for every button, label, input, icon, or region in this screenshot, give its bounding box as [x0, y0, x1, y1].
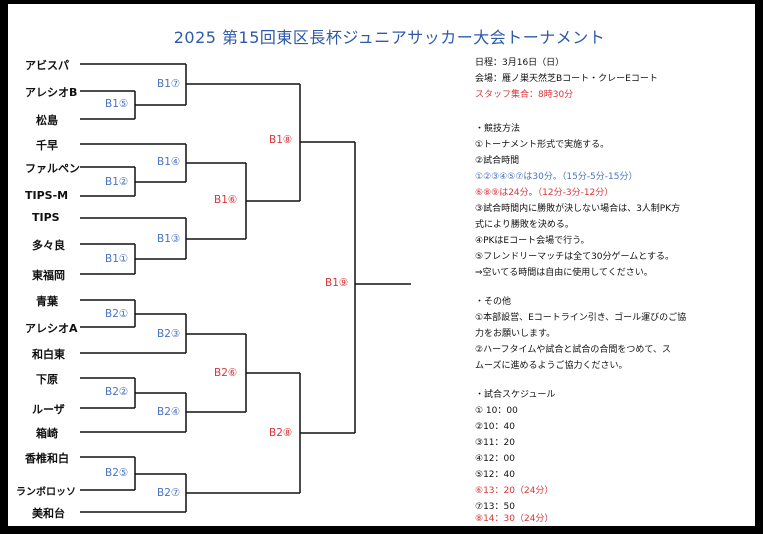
- match-label: B1⑨: [325, 277, 349, 289]
- page-title: 2025 第15回東区長杯ジュニアサッカー大会トーナメント: [173, 28, 606, 47]
- match-label: B2⑦: [157, 487, 181, 499]
- schedule-item: ⑦13：50: [475, 502, 515, 512]
- team-name: ファルペン: [25, 162, 80, 175]
- match-label: B2⑥: [214, 367, 238, 379]
- match-label: B1⑤: [105, 98, 129, 110]
- match-label: B1④: [157, 156, 181, 168]
- match-label: B2⑧: [269, 427, 293, 439]
- schedule-item: ②10：40: [475, 422, 515, 432]
- team-name: アレシオB: [25, 86, 78, 99]
- team-name: 青葉: [36, 295, 58, 308]
- schedule-item: ⑧14：30（24分）: [475, 514, 554, 524]
- team-name: 香椎和白: [25, 452, 69, 465]
- rule-line: ⇒空いてる時間は自由に使用してください。: [475, 268, 653, 278]
- rule-line: ④PKはEコート会場で行う。: [475, 236, 590, 246]
- schedule-heading: ・試合スケジュール: [475, 390, 556, 400]
- rule-line: 式により勝敗を決める。: [475, 220, 574, 230]
- team-name: 下原: [36, 373, 58, 386]
- other-heading: ・その他: [475, 297, 512, 307]
- team-name: ルーザ: [32, 403, 65, 416]
- schedule-item: ⑥13：20（24分）: [475, 486, 554, 496]
- team-name: 多々良: [32, 239, 65, 252]
- rule-line: ③試合時間内に勝敗が決しない場合は、3人制PK方: [475, 204, 681, 214]
- rule-line: ①②③④⑤⑦は30分。（15分-5分-15分）: [475, 172, 638, 182]
- team-name: 千早: [36, 139, 58, 152]
- schedule-item: ① 10：00: [475, 406, 518, 416]
- match-label: B1①: [105, 253, 129, 265]
- team-name: TIPS-M: [25, 189, 69, 202]
- match-label: B2②: [105, 386, 129, 398]
- team-name: 箱崎: [36, 427, 58, 440]
- tournament-sheet: 2025 第15回東区長杯ジュニアサッカー大会トーナメント: [8, 4, 755, 526]
- match-label: B1⑧: [269, 134, 293, 146]
- team-name: ランボロッソ: [16, 487, 76, 498]
- bracket-lines: [80, 63, 411, 513]
- other-line: 力をお願いします。: [475, 329, 556, 339]
- team-name: 美和台: [32, 507, 65, 520]
- team-name: 松島: [36, 114, 58, 127]
- schedule-item: ④12：00: [475, 454, 515, 464]
- team-name: アレシオA: [25, 322, 78, 335]
- team-name: 和白東: [32, 348, 65, 361]
- match-label: B1②: [105, 176, 129, 188]
- schedule-item: ③11：20: [475, 438, 515, 448]
- team-name: 東福岡: [32, 269, 65, 282]
- rules-heading: ・競技方法: [475, 124, 521, 134]
- other-line: ①本部設営、Eコートライン引き、ゴール運びのご協: [475, 313, 687, 323]
- team-name: TIPS: [32, 211, 60, 224]
- match-label: B2④: [157, 406, 181, 418]
- match-label: B2⑤: [105, 467, 129, 479]
- other-line: ②ハーフタイムや試合と試合の合間をつめて、ス: [475, 345, 671, 355]
- info-venue: 会場：雁ノ巣天然芝Bコート・クレーEコート: [475, 74, 658, 84]
- match-label: B1⑥: [214, 194, 238, 206]
- match-label: B1⑦: [157, 78, 181, 90]
- other-line: ムーズに進めるようご協力ください。: [475, 361, 628, 371]
- info-staff: スタッフ集合：8時30分: [475, 90, 574, 100]
- match-label: B2③: [157, 328, 181, 340]
- rule-line: ①トーナメント形式で実施する。: [475, 140, 610, 150]
- rule-line: ⑥⑧⑨は24分。（12分-3分-12分）: [475, 188, 614, 198]
- team-name: アビスパ: [25, 59, 69, 72]
- match-label: B2①: [105, 308, 129, 320]
- schedule-item: ⑤12：40: [475, 470, 515, 480]
- rule-line: ⑤フレンドリーマッチは全て30分ゲームとする。: [475, 252, 674, 262]
- info-date: 日程：3月16日（日）: [475, 58, 565, 68]
- rule-line: ②試合時間: [475, 156, 520, 166]
- match-label: B1③: [157, 233, 181, 245]
